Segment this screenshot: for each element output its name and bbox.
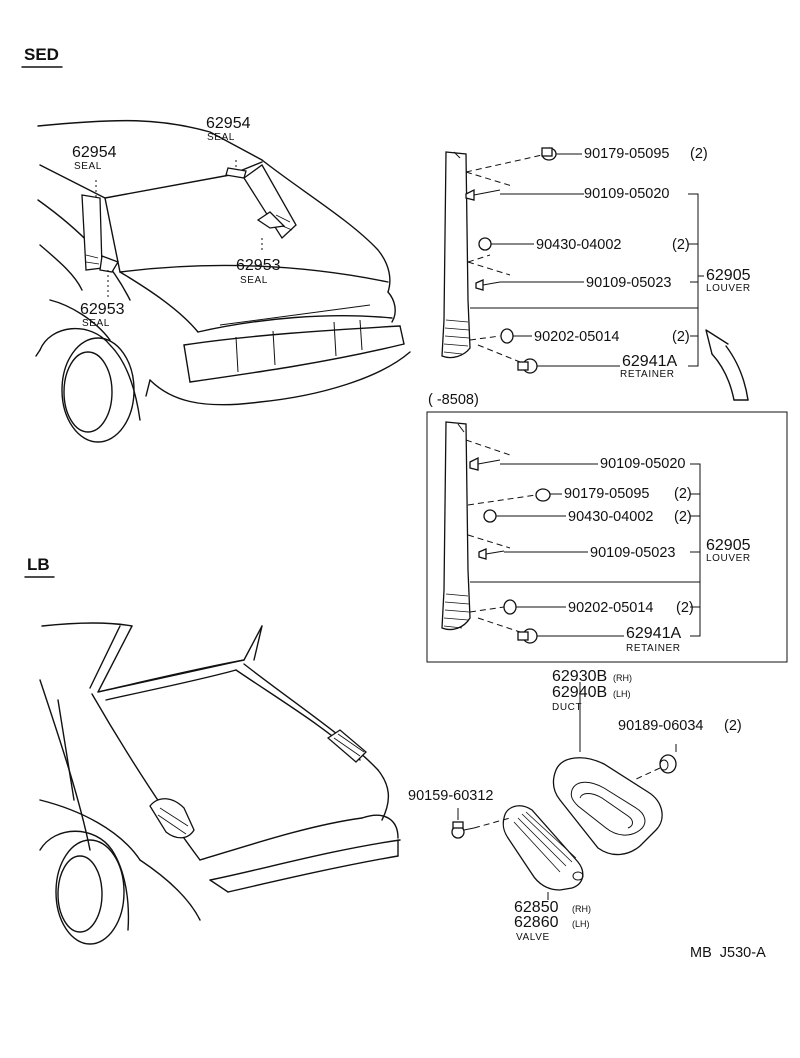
svg-text:62860: 62860 — [514, 914, 559, 931]
pointer-arrow — [705, 329, 749, 401]
louver-top-assembly — [441, 147, 704, 374]
svg-text:LB: LB — [27, 555, 50, 574]
svg-text:90109-05023: 90109-05023 — [586, 275, 671, 291]
nut-icon — [659, 754, 677, 774]
svg-text:SED: SED — [24, 45, 59, 64]
svg-text:62953: 62953 — [80, 301, 125, 318]
liftback-car-illustration — [39, 622, 401, 945]
svg-text:SEAL: SEAL — [74, 161, 102, 172]
louver-box-labels: 90109-05020 90179-05095 (2) 90430-04002 … — [564, 456, 751, 654]
clip-icon — [503, 599, 517, 615]
svg-text:(2): (2) — [690, 146, 708, 162]
svg-text:(2): (2) — [676, 600, 694, 616]
svg-text:LOUVER: LOUVER — [706, 283, 751, 294]
svg-text:62905: 62905 — [706, 267, 751, 284]
svg-text:LOUVER: LOUVER — [706, 553, 751, 564]
svg-text:(RH): (RH) — [572, 904, 591, 914]
svg-text:62941A: 62941A — [626, 625, 681, 642]
seal-label-lower-right: 62953 SEAL — [236, 257, 281, 286]
svg-text:(2): (2) — [674, 486, 692, 502]
screw-icon — [451, 821, 475, 839]
duct-valve-labels: 62930B (RH) 62940B (LH) DUCT 90189-06034… — [408, 668, 742, 943]
seal-label-lower-left: 62953 SEAL — [80, 301, 125, 329]
svg-text:90202-05014: 90202-05014 — [534, 329, 619, 345]
svg-text:62941A: 62941A — [622, 353, 677, 370]
svg-text:62954: 62954 — [206, 115, 251, 132]
diagram-code: MB J530-A — [690, 945, 766, 961]
svg-text:SEAL: SEAL — [240, 275, 268, 286]
seal-label-upper-left: 62954 SEAL — [72, 144, 117, 172]
svg-text:(2): (2) — [674, 509, 692, 525]
nut-icon — [483, 509, 497, 523]
screw-icon — [475, 279, 501, 291]
svg-text:SEAL: SEAL — [207, 132, 235, 143]
retainer-icon — [517, 358, 538, 374]
svg-text:DUCT: DUCT — [552, 702, 582, 713]
clip-icon — [535, 488, 551, 502]
svg-text:(2): (2) — [724, 718, 742, 734]
svg-text:90109-05020: 90109-05020 — [600, 456, 685, 472]
svg-text:90189-06034: 90189-06034 — [618, 718, 703, 734]
svg-text:62954: 62954 — [72, 144, 117, 161]
svg-text:(2): (2) — [672, 237, 690, 253]
sedan-car-illustration — [35, 119, 411, 443]
svg-text:90109-05023: 90109-05023 — [590, 545, 675, 561]
svg-text:90179-05095: 90179-05095 — [584, 146, 669, 162]
svg-text:(2): (2) — [672, 329, 690, 345]
svg-text:90202-05014: 90202-05014 — [568, 600, 653, 616]
svg-text:90430-04002: 90430-04002 — [568, 509, 653, 525]
svg-text:VALVE: VALVE — [516, 932, 550, 943]
svg-text:RETAINER: RETAINER — [626, 643, 681, 654]
duct-valve-assembly — [451, 682, 677, 900]
svg-text:(LH): (LH) — [613, 689, 631, 699]
retainer-icon — [517, 628, 538, 644]
svg-text:RETAINER: RETAINER — [620, 369, 675, 380]
svg-text:90109-05020: 90109-05020 — [584, 186, 669, 202]
svg-text:SEAL: SEAL — [82, 318, 110, 329]
range-label: ( -8508) — [428, 392, 479, 408]
section-label-lb: LB — [24, 555, 55, 578]
svg-text:62940B: 62940B — [552, 684, 607, 701]
seal-label-upper-right: 62954 SEAL — [206, 115, 251, 143]
svg-text:90179-05095: 90179-05095 — [564, 486, 649, 502]
svg-text:90430-04002: 90430-04002 — [536, 237, 621, 253]
clip-icon — [500, 328, 514, 344]
svg-text:(RH): (RH) — [613, 673, 632, 683]
svg-text:62905: 62905 — [706, 537, 751, 554]
clip-icon — [541, 147, 557, 161]
svg-text:62953: 62953 — [236, 257, 281, 274]
section-label-sed: SED — [21, 45, 63, 68]
variant-box — [426, 411, 788, 663]
svg-text:62850: 62850 — [514, 899, 559, 916]
svg-text:62930B: 62930B — [552, 668, 607, 685]
screw-icon — [469, 456, 501, 471]
louver-top-labels: 90179-05095 (2) 90109-05020 90430-04002 … — [534, 146, 751, 380]
louver-box-assembly — [441, 421, 701, 644]
svg-text:(LH): (LH) — [572, 919, 590, 929]
screw-icon — [478, 548, 505, 560]
nut-icon — [478, 237, 492, 251]
screw-icon — [465, 188, 501, 201]
svg-text:90159-60312: 90159-60312 — [408, 788, 493, 804]
